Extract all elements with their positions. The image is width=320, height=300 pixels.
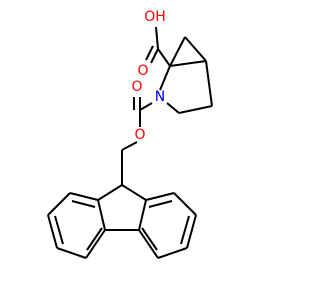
bond-c4-c3 (178, 105, 213, 114)
bond-right-inner-2 (180, 215, 190, 245)
bond-left-inner-3 (86, 227, 103, 251)
bond-c1-c5 (169, 60, 207, 67)
bond-n-c1 (159, 65, 171, 91)
carboxylic-acid (145, 26, 171, 67)
bond-left-4 (56, 247, 87, 259)
bond-right-5 (138, 229, 159, 259)
bond-cacid-o-double-b (145, 45, 154, 61)
bond-left-inner-2 (54, 215, 64, 245)
bond-left-inner-1 (71, 200, 96, 208)
bond-c1-c6 (169, 36, 186, 67)
bond-right-4 (157, 247, 188, 259)
bicyclic-core (159, 36, 213, 114)
bond-c6-c5 (184, 36, 207, 62)
fluorene (47, 184, 197, 259)
bond-c5-c4 (205, 60, 213, 107)
bond-c8a-c4b (138, 199, 147, 231)
molecule-drawing: OH O N O O (47, 9, 213, 259)
bond-c9a-c4a (97, 199, 106, 231)
bond-left-5 (85, 229, 106, 259)
bond-oester-ch2 (121, 141, 138, 151)
bond-c1-cacid (157, 48, 171, 67)
bond-c9-c8a (121, 184, 147, 201)
acid-carbonyl-oxygen-label: O (137, 63, 148, 79)
bond-c3-n (166, 102, 180, 114)
bond-right-3 (186, 214, 197, 249)
bond-n-ccarb (139, 102, 153, 111)
structure-canvas: OH O N O O (47, 9, 213, 259)
bond-right-inner-3 (141, 227, 158, 251)
bond-right-inner-1 (148, 200, 173, 208)
bond-cacid-o-double-a (150, 48, 159, 64)
ring-nitrogen-label: N (155, 89, 165, 105)
hydroxyl-label: OH (144, 9, 166, 25)
bond-c9-c9a (97, 184, 123, 201)
bond-cacid-oh (155, 26, 159, 50)
bond-left-3 (47, 214, 58, 249)
carbamate (121, 97, 153, 185)
bond-left-1 (69, 192, 99, 201)
carbamate-carbonyl-oxygen-label: O (131, 79, 142, 95)
bond-right-1 (145, 192, 175, 201)
ester-oxygen-label: O (134, 127, 145, 143)
bond-left-2 (47, 192, 71, 216)
bond-right-2 (173, 192, 197, 216)
